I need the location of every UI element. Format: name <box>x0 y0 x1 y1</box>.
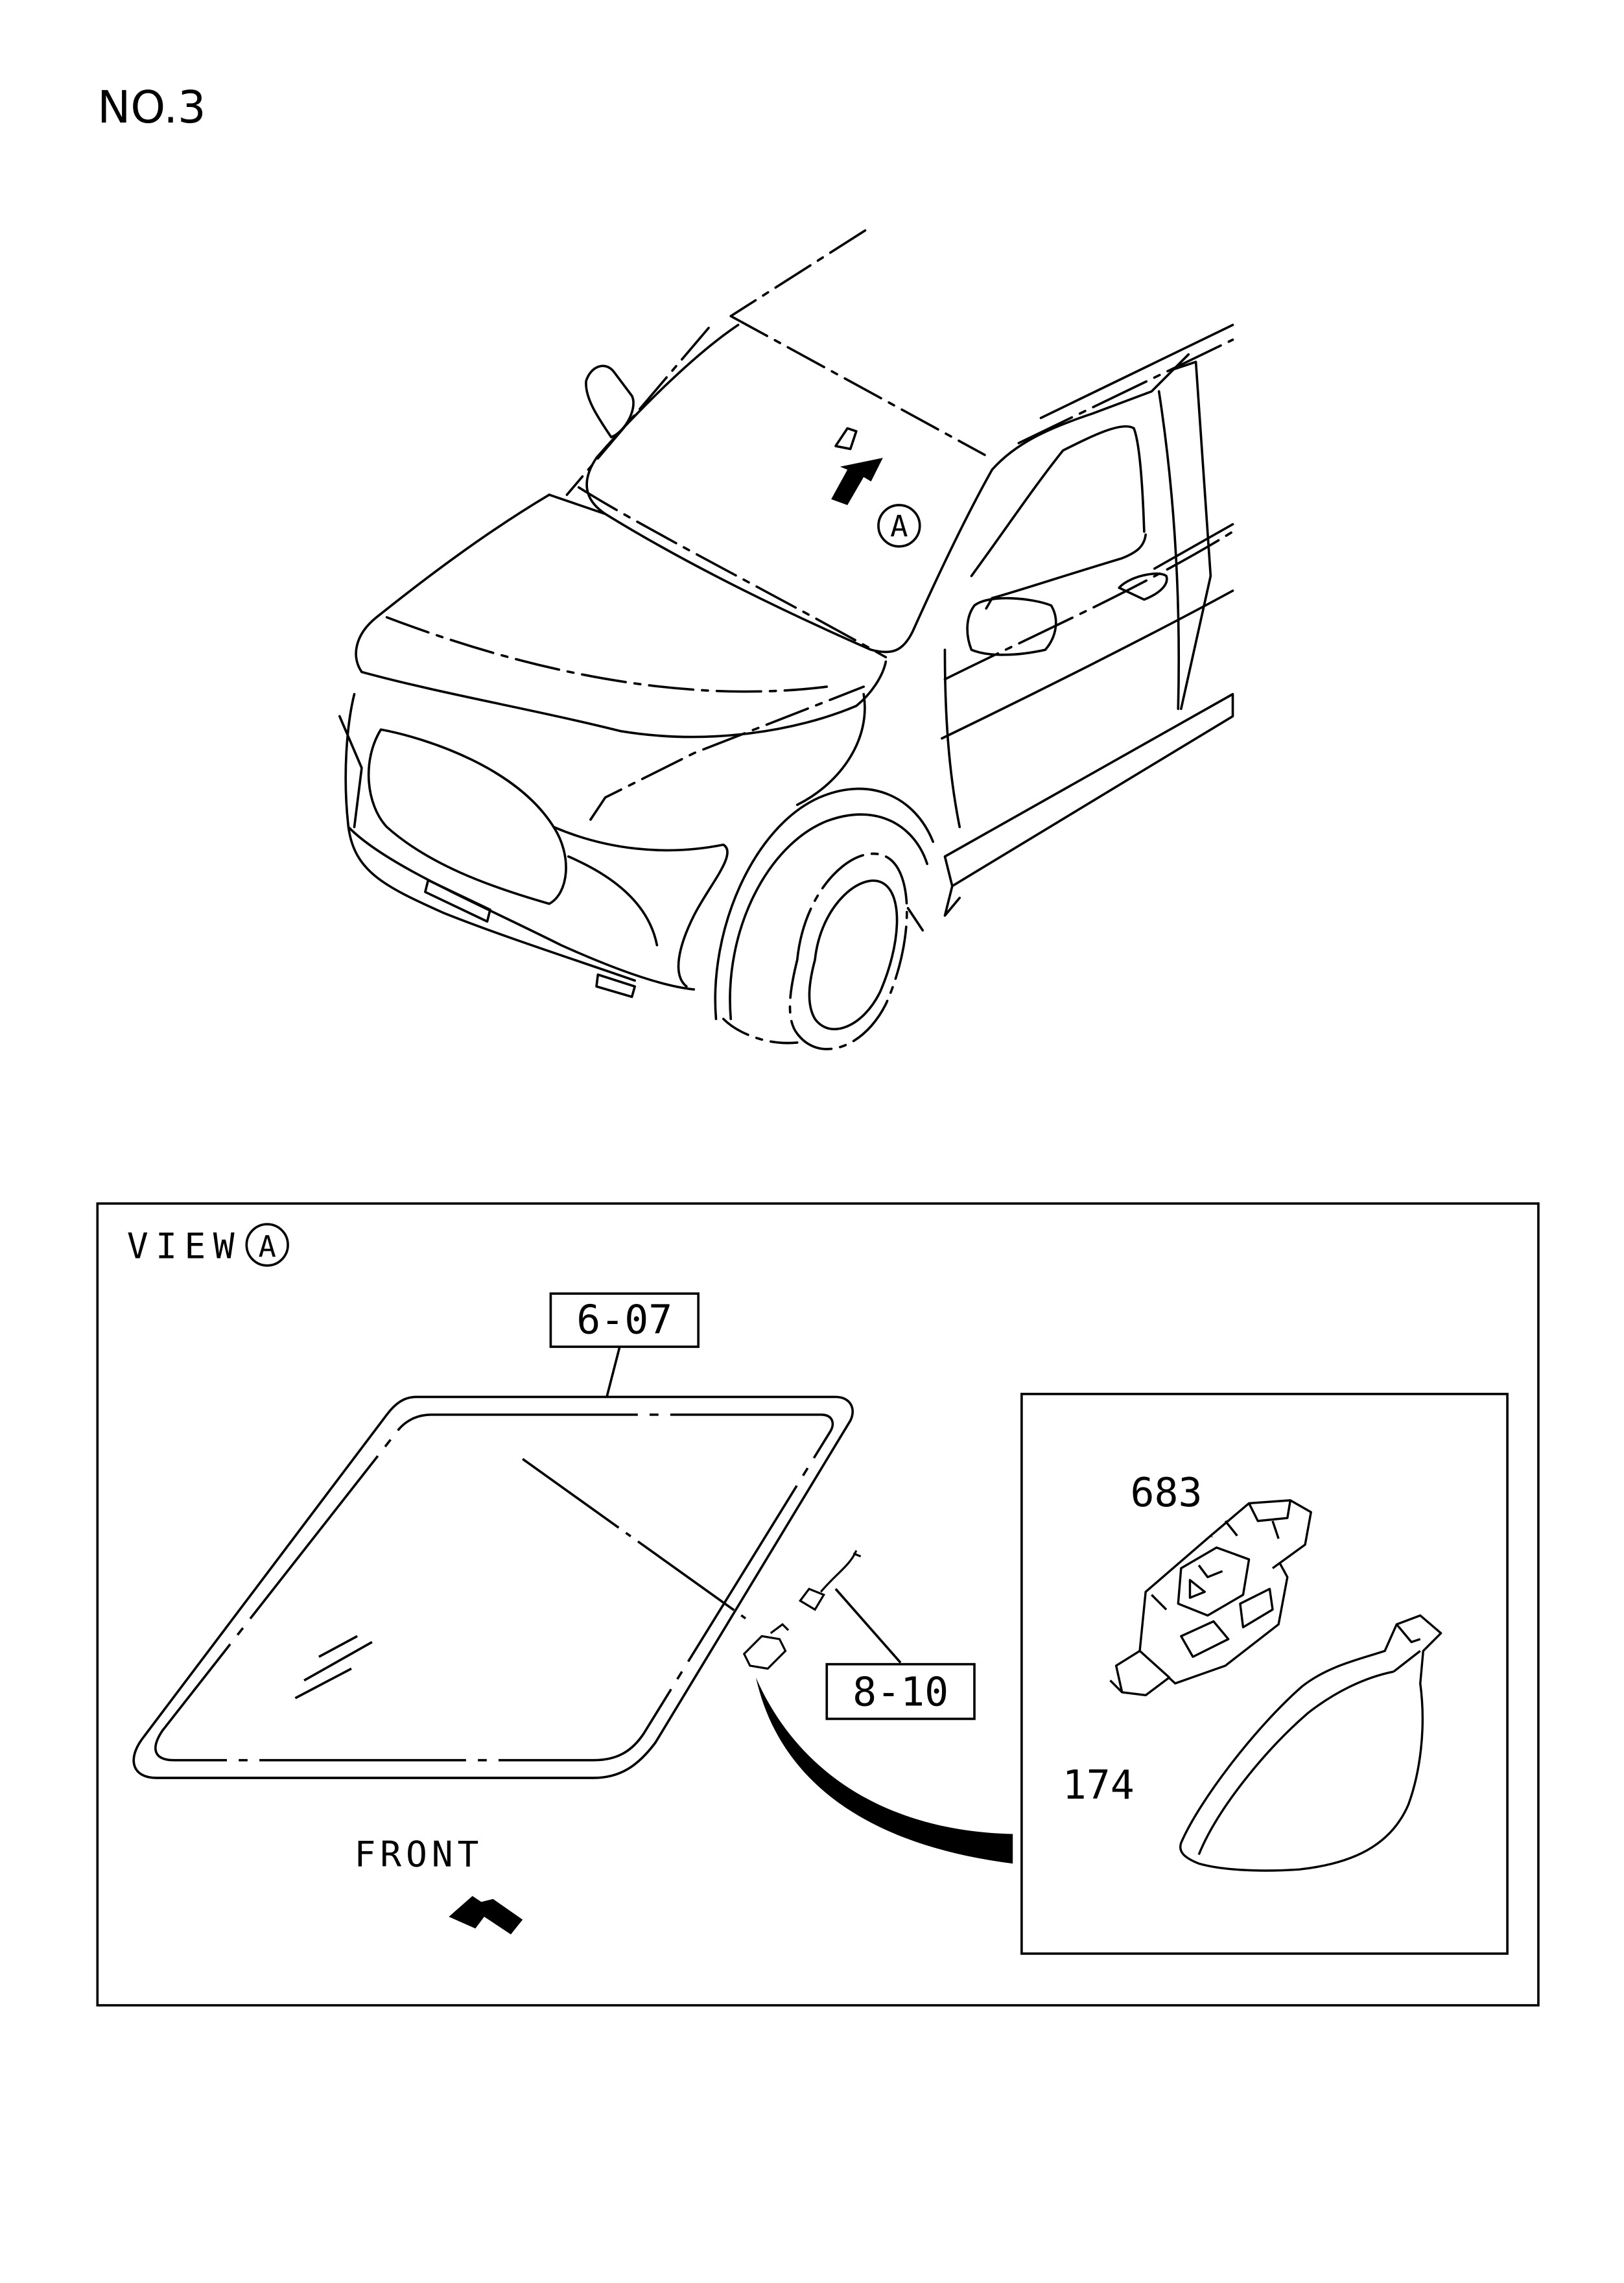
vehicle-illustration <box>338 229 1234 1050</box>
harness-8-10-wire <box>798 1550 862 1611</box>
part-174-label: 174 <box>1063 1762 1135 1808</box>
rocker <box>943 692 1234 888</box>
bumper-lower <box>347 825 637 982</box>
callout-6-07-text: 6-07 <box>576 1297 672 1343</box>
callout-8-10[interactable]: 8-10 <box>825 1662 976 1720</box>
view-marker-letter: A <box>258 1229 276 1264</box>
a-pillar <box>991 353 1190 471</box>
part-683-label: 683 <box>1131 1470 1203 1516</box>
left-mirror <box>585 364 635 439</box>
view-direction-arrow-icon <box>831 458 883 505</box>
rain-sensor-part-683[interactable] <box>1109 1499 1312 1697</box>
roof-edge <box>729 314 986 456</box>
grille <box>367 728 567 905</box>
windshield-assembly <box>132 1395 854 1779</box>
leader-6-07 <box>606 1345 622 1397</box>
door-handle <box>1118 572 1168 601</box>
fog-slot <box>424 879 491 923</box>
body-belt <box>943 530 1234 681</box>
windshield-lower-edge <box>577 486 888 659</box>
wheel-arch <box>714 787 935 1021</box>
rear-door <box>1157 390 1181 711</box>
side-mirror <box>966 597 1057 656</box>
sensor-mark <box>834 427 858 451</box>
leader-8-10 <box>834 1588 902 1664</box>
door-seam <box>943 648 961 829</box>
glass-reflection-3 <box>318 1635 358 1658</box>
leader-sensor <box>522 1458 747 1620</box>
callout-8-10-text: 8-10 <box>853 1669 948 1715</box>
roof-line <box>729 229 867 318</box>
windshield-inner-frame <box>154 1413 834 1762</box>
page-number: NO.3 <box>97 82 206 134</box>
hood-line <box>355 493 550 674</box>
hood-front <box>360 660 888 739</box>
callout-6-07[interactable]: 6-07 <box>549 1292 700 1348</box>
view-frame <box>96 1202 1540 2007</box>
front-wheel-outer <box>788 852 908 1050</box>
front-wheel-rim <box>808 879 899 1030</box>
glass-reflection-1 <box>294 1667 352 1699</box>
detail-sweep <box>755 1677 1013 1864</box>
sensor-cover-part-174[interactable] <box>1179 1614 1442 1872</box>
glass-reflection-2 <box>303 1640 373 1682</box>
front-label: FRONT <box>355 1834 484 1875</box>
front-direction-arrow-icon <box>449 1896 523 1935</box>
bumper-upper <box>344 692 696 991</box>
door-window <box>991 533 1147 600</box>
overview-marker-letter: A <box>890 509 908 543</box>
overview-view-marker: A <box>877 504 921 548</box>
windshield-outer-frame <box>132 1395 854 1779</box>
view-marker: A <box>245 1223 289 1267</box>
rain-sensor-small <box>742 1623 790 1670</box>
headlight <box>552 825 729 988</box>
view-label: VIEW <box>127 1225 242 1266</box>
